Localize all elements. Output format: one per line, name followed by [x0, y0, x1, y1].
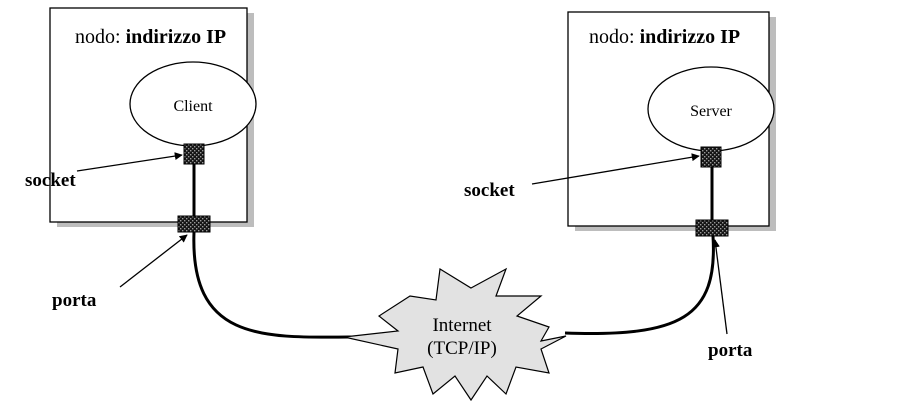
- tcp-ip-label: (TCP/IP): [427, 338, 497, 359]
- left-port-icon: [177, 215, 211, 233]
- right-socket-arrow: [531, 153, 700, 185]
- left-socket-icon: [183, 143, 205, 165]
- left-port-arrow: [119, 234, 188, 288]
- left-network-link: [192, 231, 353, 339]
- internet-cloud: Internet (TCP/IP): [343, 267, 567, 402]
- right-node-title: nodo: indirizzo IP: [589, 26, 740, 48]
- left-port-label: porta: [52, 290, 97, 311]
- left-node: nodo: indirizzo IP Client: [49, 7, 257, 227]
- internet-cloud-shape: [343, 267, 567, 402]
- right-socket-icon: [700, 146, 722, 168]
- client-process-label: Client: [173, 98, 213, 115]
- right-port-icon: [695, 219, 729, 237]
- right-socket-label: socket: [464, 180, 515, 201]
- internet-label: Internet: [432, 315, 492, 336]
- left-node-title: nodo: indirizzo IP: [75, 26, 226, 48]
- server-process-label: Server: [690, 103, 732, 120]
- left-socket-label: socket: [25, 170, 76, 191]
- right-node: nodo: indirizzo IP Server: [567, 11, 776, 231]
- right-port-label: porta: [708, 340, 753, 361]
- left-socket-arrow: [76, 152, 183, 172]
- right-port-arrow: [711, 239, 728, 335]
- right-network-link: [564, 235, 715, 335]
